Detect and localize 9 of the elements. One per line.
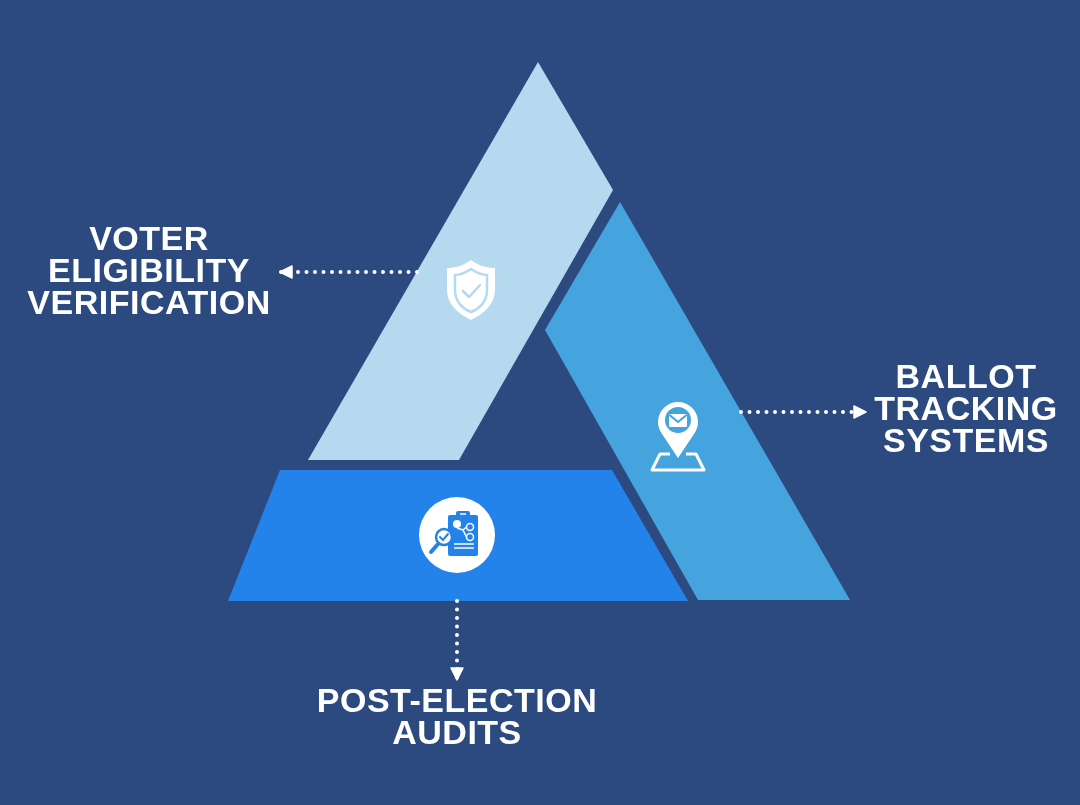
dotted-arrow: [450, 599, 464, 682]
section-label: POST-ELECTION AUDITS: [302, 680, 612, 752]
triangle-segment: [308, 62, 613, 460]
triangle-segment: [545, 202, 850, 600]
section-label: VOTER ELIGIBILITY VERIFICATION: [18, 218, 280, 322]
triangle-segment: [228, 470, 688, 601]
dotted-arrow: [278, 265, 419, 279]
dotted-arrow: [739, 405, 868, 419]
section-label: BALLOT TRACKING SYSTEMS: [866, 356, 1066, 460]
